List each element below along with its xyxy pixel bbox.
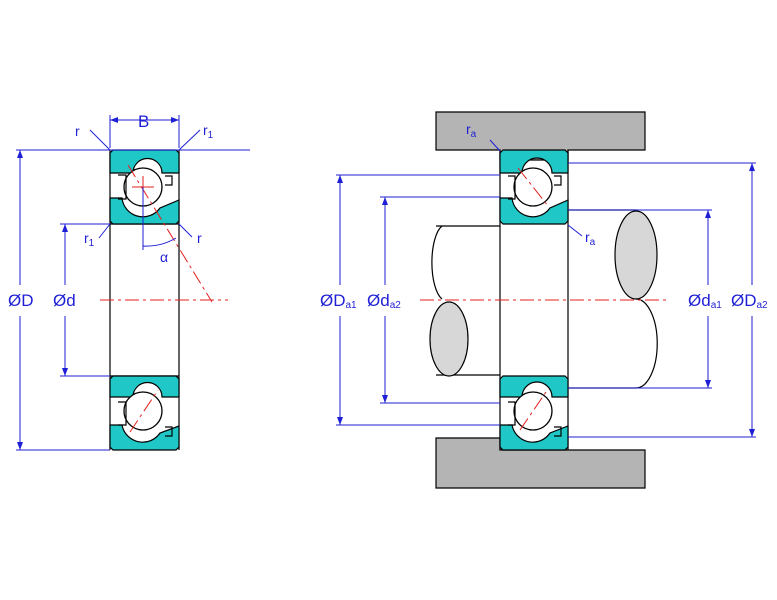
inner-ring-bottom [109,424,180,451]
contact-line-bottom [129,389,159,433]
left-top-section [109,149,180,225]
r1-leader-top-right [178,129,201,151]
da2-label: Øda2 [367,291,401,311]
shaft-edges [436,209,636,389]
B-arrowheads [110,117,179,123]
inner-ring-top [109,197,180,225]
ra-leader-shaft [567,224,583,237]
r-leader-top-left [89,129,111,151]
left-bearing-section: B r r1 r1 r α ØD Ød [8,112,250,451]
mounted-bearing-top [499,149,569,225]
r1-leader-bore [98,223,111,239]
B-label: B [138,112,149,131]
mounted-cage-left-bottom [508,401,516,426]
ra-label-top: ra [466,121,477,140]
d-label: Ød [53,291,76,310]
mounted-ball-top [513,167,553,207]
shaft-right-end [614,210,658,300]
mounted-bearing-bottom [499,375,569,451]
mounted-ball-bottom [513,391,553,431]
mounted-cage-left-top [508,175,516,200]
mounted-contact-line-top [517,167,549,207]
shaft-right-curve-bottom [635,298,658,389]
Da1-label: ØDa1 [320,291,357,311]
mounted-cage-right-bottom [554,426,562,437]
cage-right-top [165,175,173,186]
left-bottom-section [109,375,180,451]
r1-label-bore: r1 [84,230,95,249]
cage-left-bottom [118,401,127,426]
mounted-contact-line-bottom [519,391,547,431]
r-label-bore: r [197,230,202,246]
da1-label: Øda1 [688,291,722,311]
shaft-left-end [429,301,469,377]
ra-label-shaft: ra [585,229,596,248]
cage-right-bottom [165,426,173,437]
mounted-cage-right-top [554,175,562,186]
shaft-left-curve-top [431,225,443,300]
mounted-inner-ring-top [499,197,569,225]
contact-line-top [127,164,213,303]
r1-label-top: r1 [203,122,214,141]
contact-angle-label: α [160,249,168,265]
contact-angle-arc [142,237,177,247]
r-leader-bore [178,223,193,238]
cage-left-top [118,174,127,200]
r-label-top: r [75,123,80,139]
ball-bottom [123,391,163,431]
D-label: ØD [8,291,34,310]
mounted-inner-ring-bottom [499,424,569,451]
right-mounting-section: ra ra ØDa1 Øda2 Øda1 ØDa2 [320,111,768,489]
Da2-label: ØDa2 [731,291,768,311]
ra-leader-top [489,139,501,152]
